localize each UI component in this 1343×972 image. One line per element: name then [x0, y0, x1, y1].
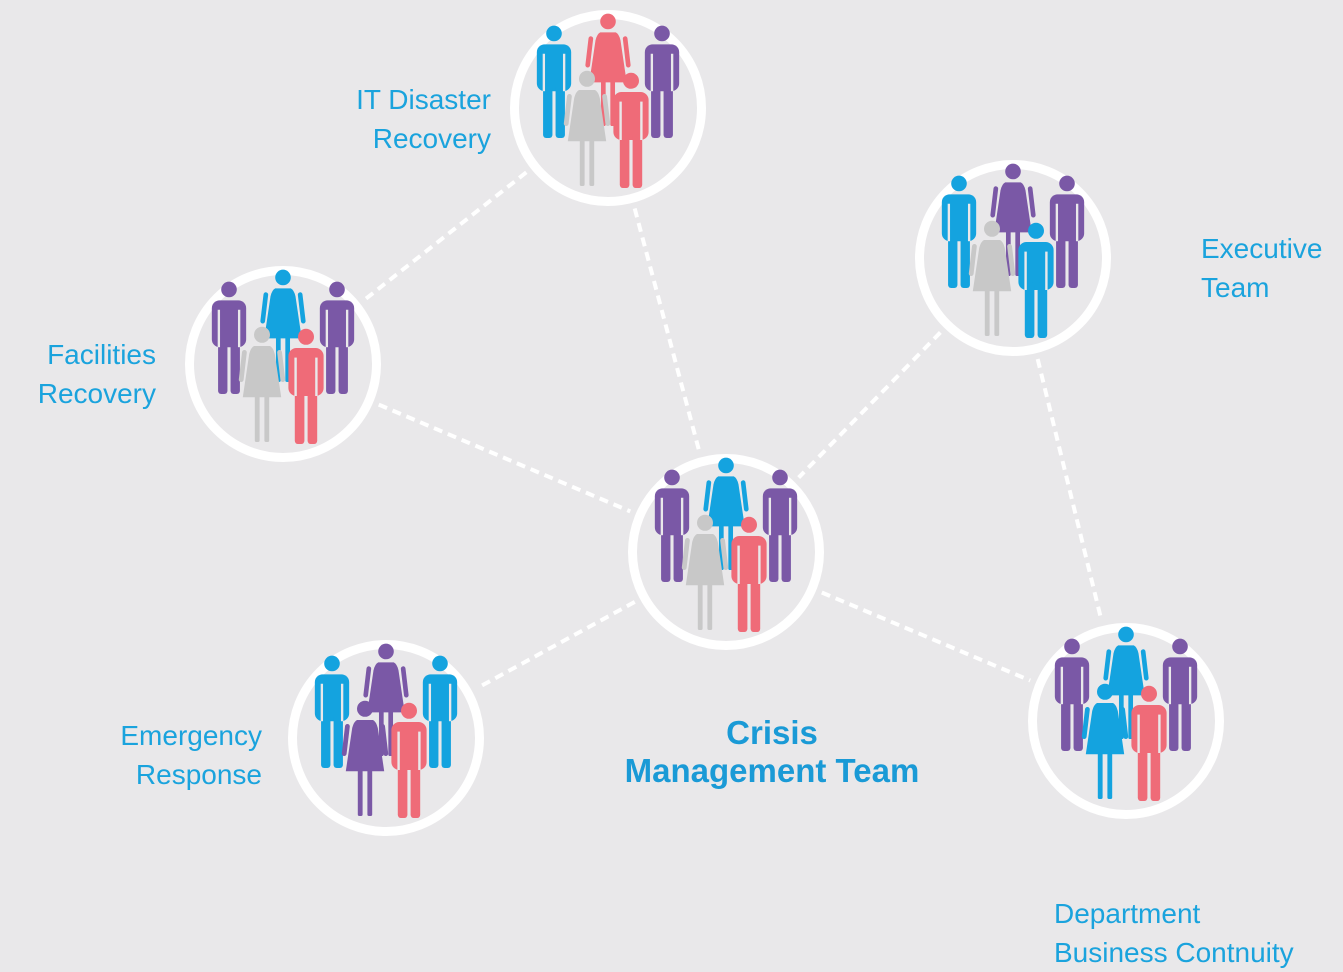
woman-icon [968, 220, 1016, 336]
man-icon [1018, 222, 1054, 338]
people-group-icon [211, 269, 355, 444]
people-group-icon [1054, 626, 1198, 801]
man-icon [288, 328, 324, 444]
people-group-icon [941, 163, 1085, 338]
man-icon [422, 655, 458, 768]
woman-icon [341, 700, 389, 816]
woman-icon [260, 269, 306, 382]
woman-icon [563, 70, 611, 186]
label-line: Response [135, 759, 262, 790]
man-icon [762, 469, 798, 582]
connection-line-it-fac [363, 170, 528, 302]
label-executive-team: Executive Team [1201, 229, 1322, 307]
woman-icon [238, 326, 286, 442]
connection-line-crisis-dept [821, 590, 1031, 683]
label-it-disaster-recovery: IT Disaster Recovery [356, 80, 491, 158]
label-line: Recovery [37, 378, 156, 409]
man-icon [536, 25, 572, 138]
man-icon [941, 175, 977, 288]
people-group-icon [536, 13, 680, 188]
people-group-icon [314, 643, 458, 818]
connection-line-it-crisis [632, 207, 702, 453]
woman-icon [363, 643, 409, 756]
woman-icon [1081, 683, 1129, 799]
label-line: Crisis [726, 714, 818, 751]
label-facilities-recovery: Facilities Recovery [38, 335, 156, 413]
woman-icon [681, 514, 729, 630]
label-line: Department [1054, 898, 1201, 929]
connection-line-exec-crisis [797, 331, 942, 479]
man-icon [314, 655, 350, 768]
connection-line-crisis-emer [476, 600, 636, 690]
label-line: Business Contnuity [1054, 937, 1294, 968]
man-icon [1049, 175, 1085, 288]
label-line: Facilities [47, 339, 156, 370]
label-line: Emergency [120, 720, 262, 751]
man-icon [1131, 685, 1167, 801]
man-icon [319, 281, 355, 394]
connection-line-fac-crisis [377, 402, 632, 514]
man-icon [211, 281, 247, 394]
man-icon [654, 469, 690, 582]
man-icon [731, 516, 767, 632]
man-icon [1162, 638, 1198, 751]
label-line: Management Team [624, 752, 920, 789]
label-line: Team [1201, 272, 1270, 303]
label-crisis-management-team: Crisis Management Team [572, 714, 972, 790]
man-icon [1054, 638, 1090, 751]
man-icon [644, 25, 680, 138]
label-line: Recovery [372, 123, 491, 154]
connection-line-exec-dept [1035, 358, 1104, 621]
label-line: IT Disaster [356, 84, 491, 115]
label-emergency-response: Emergency Response [120, 716, 262, 794]
label-line: Executive [1201, 233, 1323, 264]
label-department-business-continuity: Department Business Contnuity [1054, 894, 1294, 972]
man-icon [613, 72, 649, 188]
people-group-icon [654, 457, 798, 632]
man-icon [391, 702, 427, 818]
